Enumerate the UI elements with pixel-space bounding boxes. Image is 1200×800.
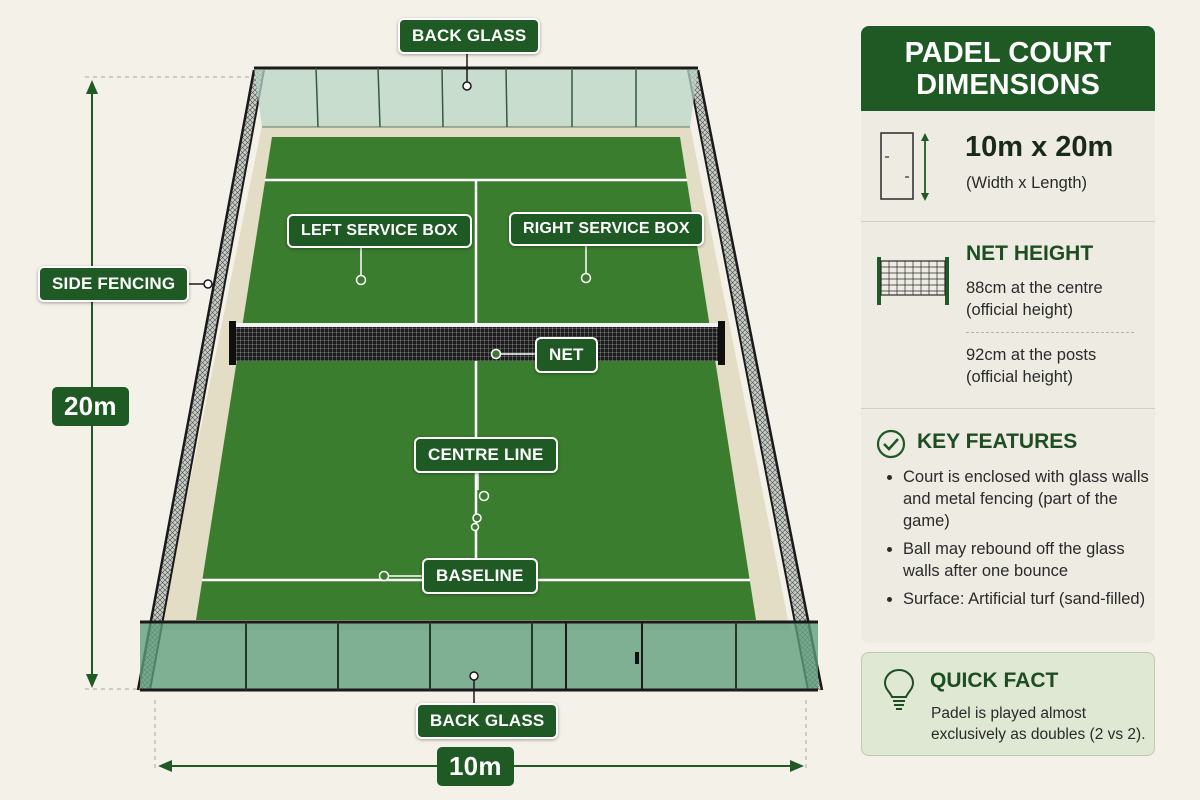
dimensions-section: 10m x 20m (Width x Length) bbox=[861, 111, 1155, 221]
quick-fact-box: QUICK FACT Padel is played almost exclus… bbox=[861, 652, 1155, 756]
right-service-box-label: RIGHT SERVICE BOX bbox=[509, 212, 704, 246]
dimensions-value: 10m x 20m bbox=[965, 131, 1114, 163]
back-glass-top-label: BACK GLASS bbox=[398, 18, 541, 54]
baseline-label: BASELINE bbox=[422, 558, 538, 594]
net-height-section: NET HEIGHT 88cm at the centre (official … bbox=[861, 222, 1155, 408]
centre-line-label: CENTRE LINE bbox=[414, 437, 558, 473]
key-feature-item: Ball may rebound off the glass walls aft… bbox=[903, 538, 1153, 582]
dimensions-caption: (Width x Length) bbox=[966, 174, 1088, 192]
key-feature-item: Surface: Artificial turf (sand-filled) bbox=[903, 588, 1153, 610]
key-features-list: Court is enclosed with glass walls and m… bbox=[885, 466, 1153, 616]
court-outline-icon bbox=[880, 132, 929, 201]
length-dimension-line bbox=[85, 76, 250, 690]
net-icon bbox=[877, 257, 949, 305]
net-height-centre: 88cm at the centre bbox=[966, 279, 1103, 297]
width-label: 10m bbox=[437, 747, 514, 786]
net-height-title: NET HEIGHT bbox=[966, 242, 1094, 265]
quick-fact-title: QUICK FACT bbox=[930, 669, 1059, 692]
left-service-box-label: LEFT SERVICE BOX bbox=[287, 214, 472, 248]
back-glass-near bbox=[140, 620, 818, 692]
key-features-title: KEY FEATURES bbox=[917, 430, 1078, 453]
net-label: NET bbox=[535, 337, 598, 373]
left-side-fencing bbox=[136, 69, 265, 691]
net-height-posts: 92cm at the posts bbox=[966, 346, 1097, 364]
side-fencing-label: SIDE FENCING bbox=[38, 266, 190, 302]
length-label: 20m bbox=[52, 387, 129, 426]
label-leaders bbox=[165, 52, 592, 704]
net-height-centre-note: (official height) bbox=[966, 301, 1074, 319]
net-height-posts-note: (official height) bbox=[966, 368, 1074, 386]
info-panel: PADEL COURT DIMENSIONS 10m x 20m (Width … bbox=[861, 26, 1155, 643]
quick-fact-text: Padel is played almost exclusively as do… bbox=[931, 705, 1146, 743]
court-diagram bbox=[85, 52, 824, 772]
key-features-section: KEY FEATURES Court is enclosed with glas… bbox=[861, 409, 1155, 643]
back-glass-far bbox=[254, 66, 698, 128]
net-graphic bbox=[229, 321, 725, 365]
check-circle-icon bbox=[876, 429, 906, 459]
lightbulb-icon bbox=[883, 668, 915, 710]
right-side-fencing bbox=[687, 69, 824, 691]
back-glass-bottom-label: BACK GLASS bbox=[416, 703, 559, 739]
panel-title: PADEL COURT DIMENSIONS bbox=[861, 26, 1155, 111]
key-feature-item: Court is enclosed with glass walls and m… bbox=[903, 466, 1153, 532]
